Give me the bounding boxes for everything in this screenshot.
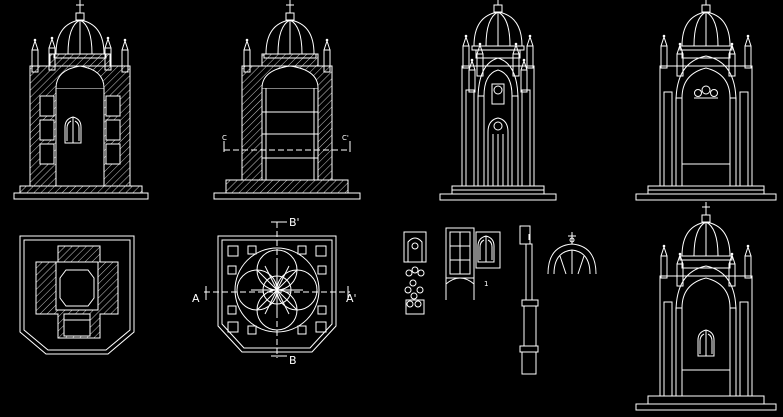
elevation-ornate-window — [635, 201, 777, 411]
plan-section-lines: A A' B' B — [192, 216, 357, 367]
elevation-front-section — [13, 0, 149, 200]
section-label-b-prime: B' — [289, 216, 300, 229]
section-label-a: A — [192, 292, 200, 305]
detail-mark: 1 — [484, 280, 488, 288]
elevation-ornate-front — [439, 0, 557, 201]
elevation-section-c: C C' — [213, 0, 361, 200]
plan-floor — [19, 235, 135, 355]
elevation-ornate-side — [635, 0, 777, 201]
section-label-c-prime: C' — [342, 134, 349, 142]
section-label-c: C — [222, 134, 227, 142]
section-label-b: B — [289, 354, 297, 367]
ornament-details: 1 — [403, 225, 597, 375]
section-label-a-prime: A' — [346, 292, 357, 305]
